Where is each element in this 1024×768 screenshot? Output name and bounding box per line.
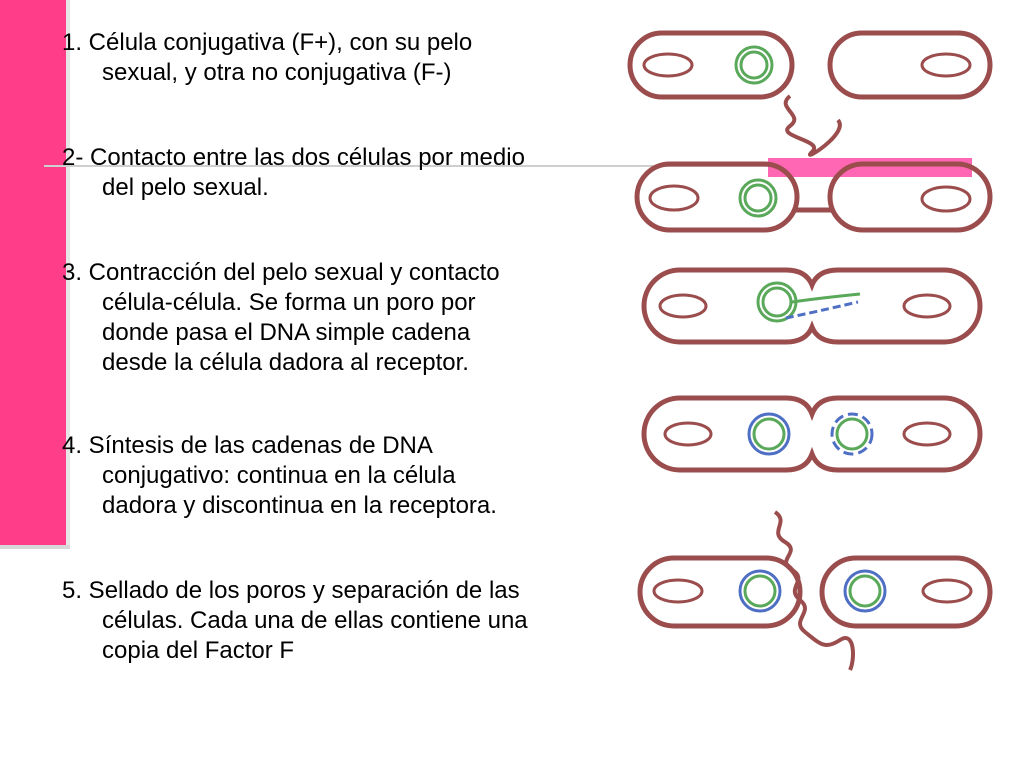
- stage-4-cells: [641, 395, 983, 473]
- recipient-nucleoid: [902, 293, 952, 319]
- step-4-line-1: 4. Síntesis de las cadenas de DNA: [62, 432, 433, 459]
- step-1-line-1: 1. Célula conjugativa (F+), con su pelo: [62, 29, 473, 56]
- stage-2-cells: [634, 161, 993, 233]
- recipient-plasmid-blue: [830, 412, 874, 456]
- stage-3-cells: [641, 267, 983, 345]
- donor-nucleoid: [663, 421, 713, 447]
- f-plasmid-outer: [734, 45, 774, 85]
- step-1-text: 1. Célula conjugativa (F+), con su pelo …: [62, 28, 622, 88]
- step-2-line-2: del pelo sexual.: [102, 174, 269, 201]
- step-3-text: 3. Contracción del pelo sexual y contact…: [62, 258, 622, 378]
- stage-5-cells: [637, 510, 993, 671]
- step-3-line-3: donde pasa el DNA simple cadena: [102, 319, 471, 346]
- donor-cell: [637, 555, 803, 629]
- recipient-plasmid-blue: [843, 569, 887, 613]
- recipient-nucleoid: [920, 185, 972, 213]
- f-plasmid-outer: [738, 178, 778, 218]
- donor-nucleoid: [648, 184, 700, 212]
- fused-cells: [641, 395, 983, 473]
- step-5-line-3: copia del Factor F: [102, 637, 295, 664]
- step-4-line-2: conjugativo: continua en la célula: [102, 462, 456, 489]
- donor-plasmid-green: [743, 574, 777, 608]
- step-2-line-1: 2- Contacto entre las dos células por me…: [62, 144, 525, 171]
- step-5-line-1: 5. Sellado de los poros y separación de …: [62, 577, 520, 604]
- recipient-cell: [827, 30, 993, 100]
- stage-1-cells: [627, 30, 993, 157]
- left-accent-bar: [0, 0, 66, 545]
- accent-bar-shadow-side: [66, 0, 70, 549]
- step-3-line-1: 3. Contracción del pelo sexual y contact…: [62, 259, 500, 286]
- step-4-line-3: dadora y discontinua en la receptora.: [102, 492, 497, 519]
- donor-plasmid-green: [752, 417, 786, 451]
- f-plasmid-inner: [739, 50, 769, 80]
- retracted-pilus: [773, 510, 855, 671]
- horizontal-rule: [44, 165, 970, 167]
- step-2-text: 2- Contacto entre las dos células por me…: [62, 143, 622, 203]
- fused-cells: [641, 267, 983, 345]
- step-3-line-2: célula-célula. Se forma un poro por: [102, 289, 476, 316]
- accent-bar-shadow-bottom: [0, 545, 70, 549]
- recipient-cell: [827, 161, 993, 233]
- donor-nucleoid: [658, 293, 708, 319]
- sex-pilus: [783, 94, 842, 157]
- donor-nucleoid: [642, 52, 694, 78]
- recipient-plasmid-green: [848, 574, 882, 608]
- donor-cell: [634, 161, 800, 233]
- f-plasmid-inner: [743, 183, 773, 213]
- recipient-nucleoid: [920, 52, 972, 78]
- ssdna-strand: [791, 292, 861, 304]
- step-3-line-4: desde la célula dadora al receptor.: [102, 349, 469, 376]
- recipient-nucleoid: [921, 578, 973, 604]
- recipient-cell: [819, 555, 993, 629]
- recipient-nucleoid: [902, 421, 952, 447]
- donor-nucleoid: [652, 578, 704, 604]
- step-5-line-2: células. Cada una de ellas contiene una: [102, 607, 528, 634]
- new-dna-strand: [785, 300, 859, 320]
- donor-plasmid-blue: [738, 569, 782, 613]
- step-4-text: 4. Síntesis de las cadenas de DNA conjug…: [62, 431, 622, 521]
- step-1-line-2: sexual, y otra no conjugativa (F-): [102, 59, 452, 86]
- recipient-plasmid-green: [835, 417, 869, 451]
- step-5-text: 5. Sellado de los poros y separación de …: [62, 576, 622, 666]
- donor-cell: [627, 30, 795, 100]
- f-plasmid-inner: [761, 286, 793, 318]
- donor-plasmid-blue: [747, 412, 791, 456]
